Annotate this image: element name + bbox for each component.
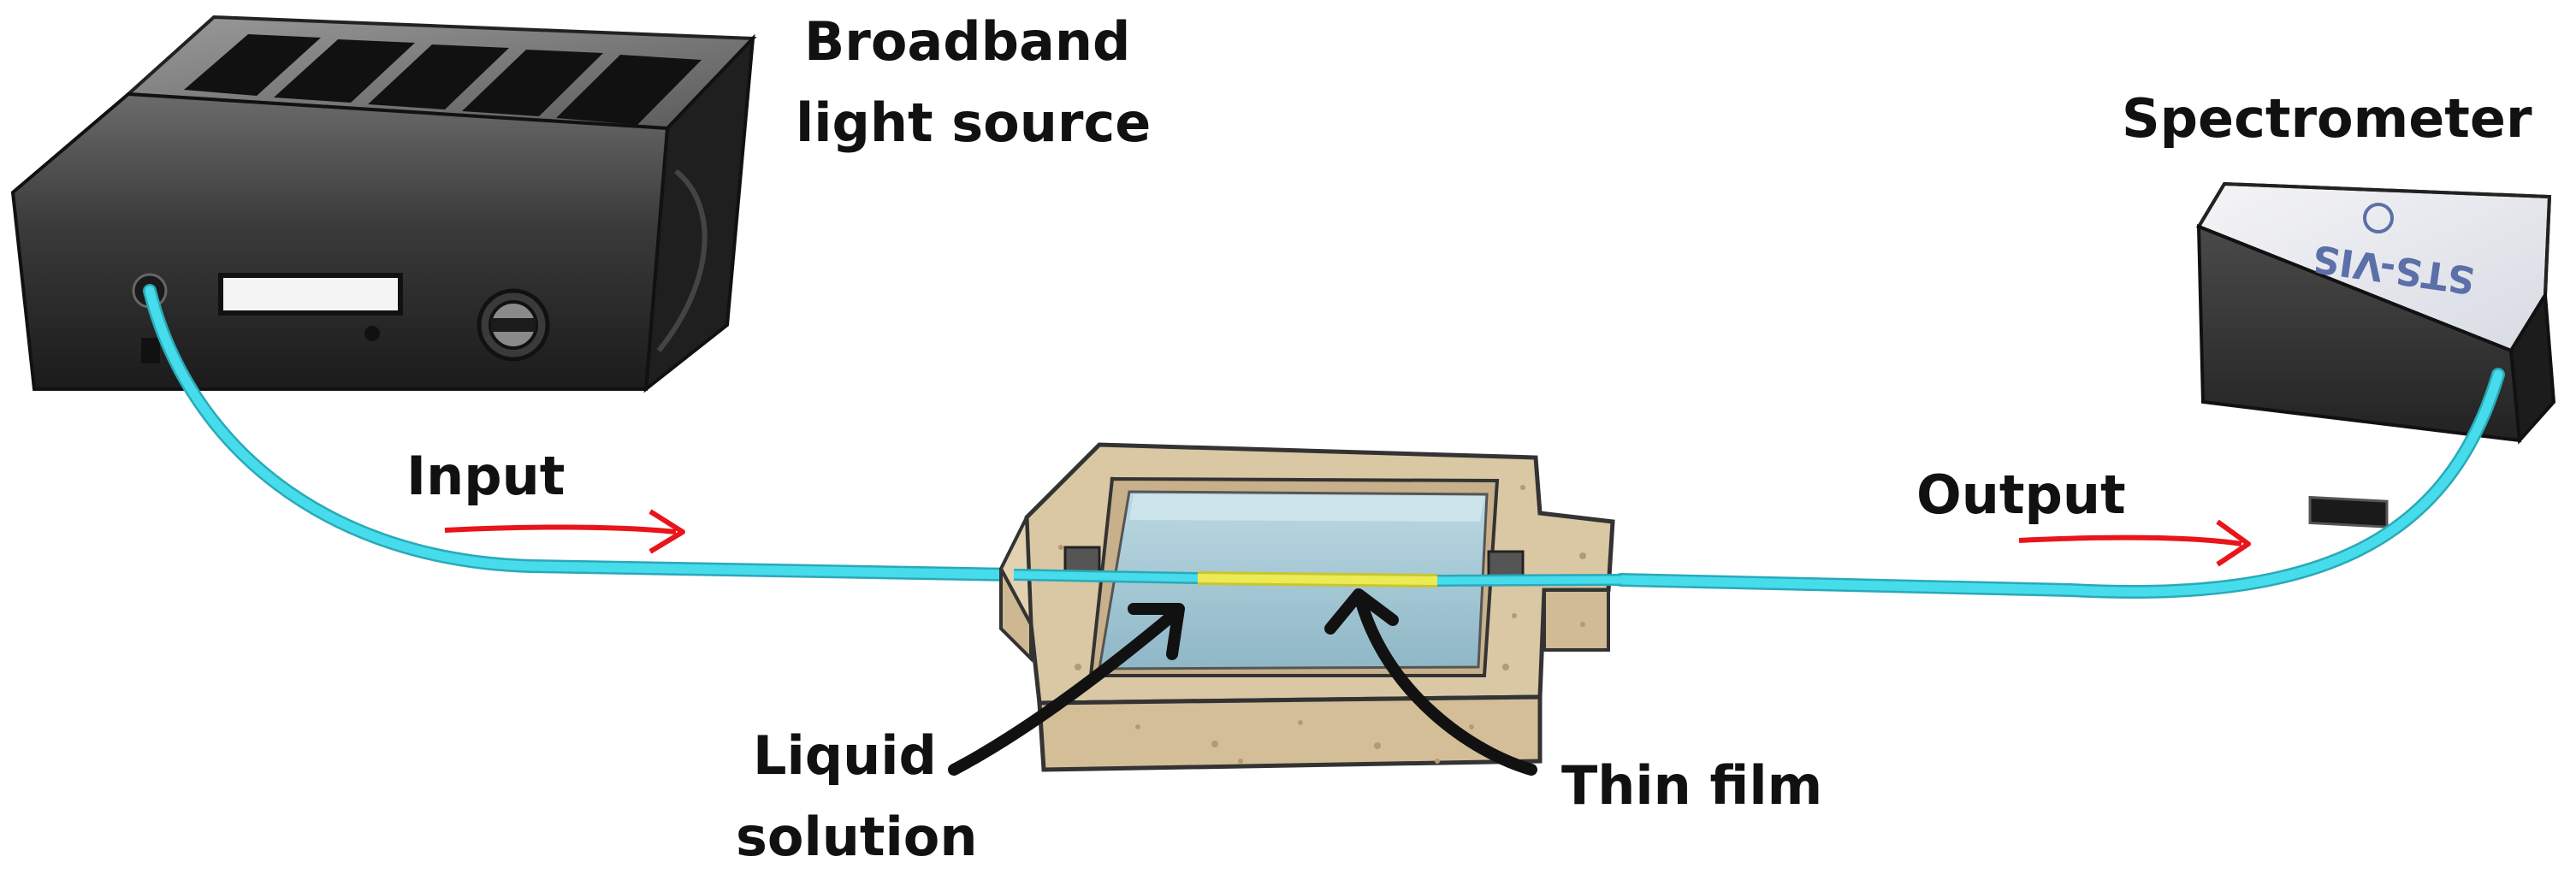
label-output: Output xyxy=(1916,464,2126,526)
label-light-source: light source xyxy=(796,92,1151,154)
label-thin-film: Thin film xyxy=(1561,754,1822,817)
liquid-pointer-arrow xyxy=(948,603,1185,776)
spectrometer-front-face xyxy=(2196,224,2522,443)
broadband-light-source xyxy=(10,15,757,393)
source-indicator-light xyxy=(364,326,380,341)
flow-cell-front xyxy=(1037,694,1543,772)
flow-cell-front-right xyxy=(1543,588,1610,652)
label-broadband: Broadband xyxy=(804,10,1130,73)
spectrometer-logo-icon xyxy=(2363,203,2394,233)
label-liquid: Liquid xyxy=(753,724,937,787)
label-spectrometer: Spectrometer xyxy=(2122,87,2532,150)
flow-cell xyxy=(998,442,1622,772)
source-display-window xyxy=(218,273,403,316)
source-front-face xyxy=(10,92,670,391)
fiber-clamps xyxy=(1063,546,1525,579)
source-knob xyxy=(477,288,550,362)
film-pointer-arrow xyxy=(1324,588,1537,776)
output-direction-arrow xyxy=(2018,519,2251,567)
optical-fibers xyxy=(143,284,2505,599)
label-input: Input xyxy=(406,445,565,507)
input-direction-arrow xyxy=(444,509,685,554)
source-vent-slots xyxy=(184,34,702,125)
spectrometer-device: STS-VIS xyxy=(2196,181,2556,529)
label-solution: solution xyxy=(736,806,978,868)
